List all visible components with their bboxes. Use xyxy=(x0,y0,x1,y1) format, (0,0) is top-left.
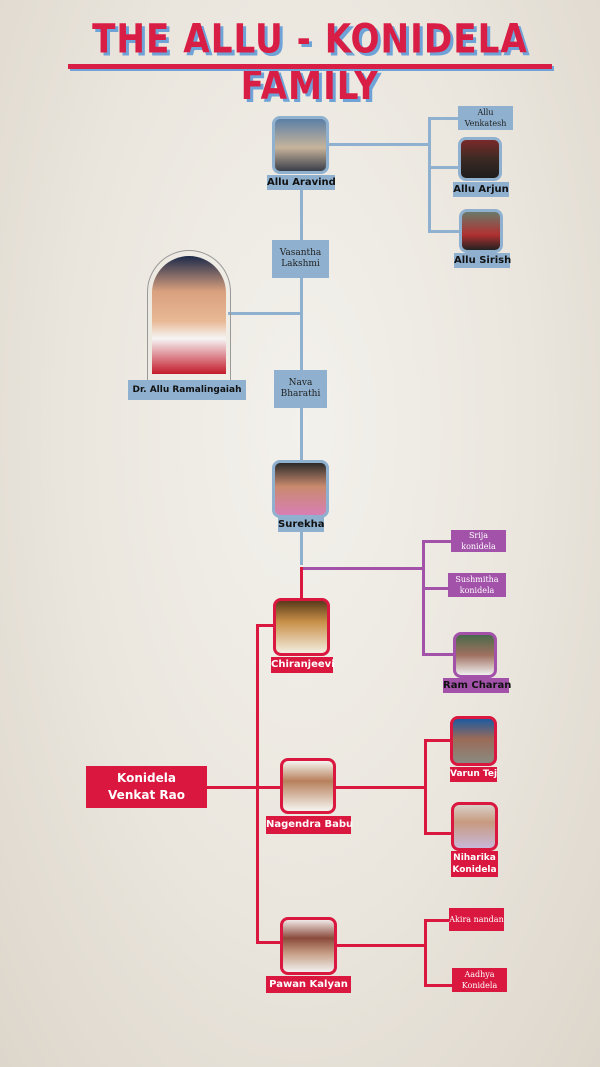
label-akira: Akira nandan xyxy=(449,908,504,931)
label-vasantha-lakshmi: Vasantha Lakshmi xyxy=(272,240,329,278)
connector xyxy=(301,567,425,570)
connector xyxy=(256,624,276,627)
connector xyxy=(205,786,281,789)
connector xyxy=(256,941,280,944)
photo-varun-tej xyxy=(450,716,497,766)
photo-nagendra-babu xyxy=(280,758,336,814)
connector xyxy=(228,312,302,315)
connector xyxy=(428,230,460,233)
connector xyxy=(422,587,452,590)
connector xyxy=(428,117,458,120)
connector xyxy=(424,919,450,922)
label-surekha: Surekha xyxy=(278,517,325,532)
label-varun-tej: Varun Tej xyxy=(450,767,497,782)
connector xyxy=(424,740,427,834)
label-srija: Srija konidela xyxy=(451,530,506,552)
label-nava-bharathi: Nava Bharathi xyxy=(274,370,327,408)
connector xyxy=(428,118,431,232)
label-allu-sirish: Allu Sirish xyxy=(454,253,512,268)
label-pawan-kalyan: Pawan Kalyan xyxy=(266,976,351,993)
label-allu-venkatesh: Allu Venkatesh xyxy=(458,106,513,130)
label-allu-aravind: Allu Aravind xyxy=(267,175,336,190)
connector xyxy=(300,567,303,599)
photo-allu-arjun xyxy=(458,137,502,181)
connector xyxy=(422,541,425,655)
label-ram-charan: Ram Charan xyxy=(443,678,512,693)
connector xyxy=(422,540,452,543)
photo-surekha xyxy=(272,460,329,518)
connector xyxy=(335,786,427,789)
photo-allu-sirish xyxy=(459,209,503,253)
connector xyxy=(428,166,458,169)
title-underline xyxy=(68,64,552,69)
connector xyxy=(328,143,430,146)
connector xyxy=(335,944,427,947)
photo-niharika xyxy=(451,802,498,851)
photo-allu-aravind xyxy=(272,116,329,174)
label-niharika: Niharika Konidela xyxy=(451,851,498,877)
photo-chiranjeevi xyxy=(273,598,330,656)
photo-pawan-kalyan xyxy=(280,917,337,975)
label-nagendra-babu: Nagendra Babu xyxy=(266,816,353,834)
connector xyxy=(256,625,259,943)
label-aadhya: Aadhya Konidela xyxy=(452,968,507,992)
connector xyxy=(424,739,452,742)
photo-ram-charan xyxy=(453,632,497,678)
label-chiranjeevi: Chiranjeevi xyxy=(271,657,335,673)
label-allu-ramalingaiah: Dr. Allu Ramalingaiah xyxy=(128,380,246,400)
label-allu-arjun: Allu Arjun xyxy=(453,182,509,197)
connector xyxy=(424,920,427,986)
connector xyxy=(424,832,452,835)
connector xyxy=(422,653,457,656)
connector xyxy=(424,984,452,987)
portrait-allu-ramalingaiah xyxy=(152,256,226,374)
page-title: THE ALLU - KONIDELA FAMILY xyxy=(92,15,528,109)
label-sushmitha: Sushmitha konidela xyxy=(448,573,506,597)
label-konidela-venkat-rao: Konidela Venkat Rao xyxy=(86,766,207,808)
